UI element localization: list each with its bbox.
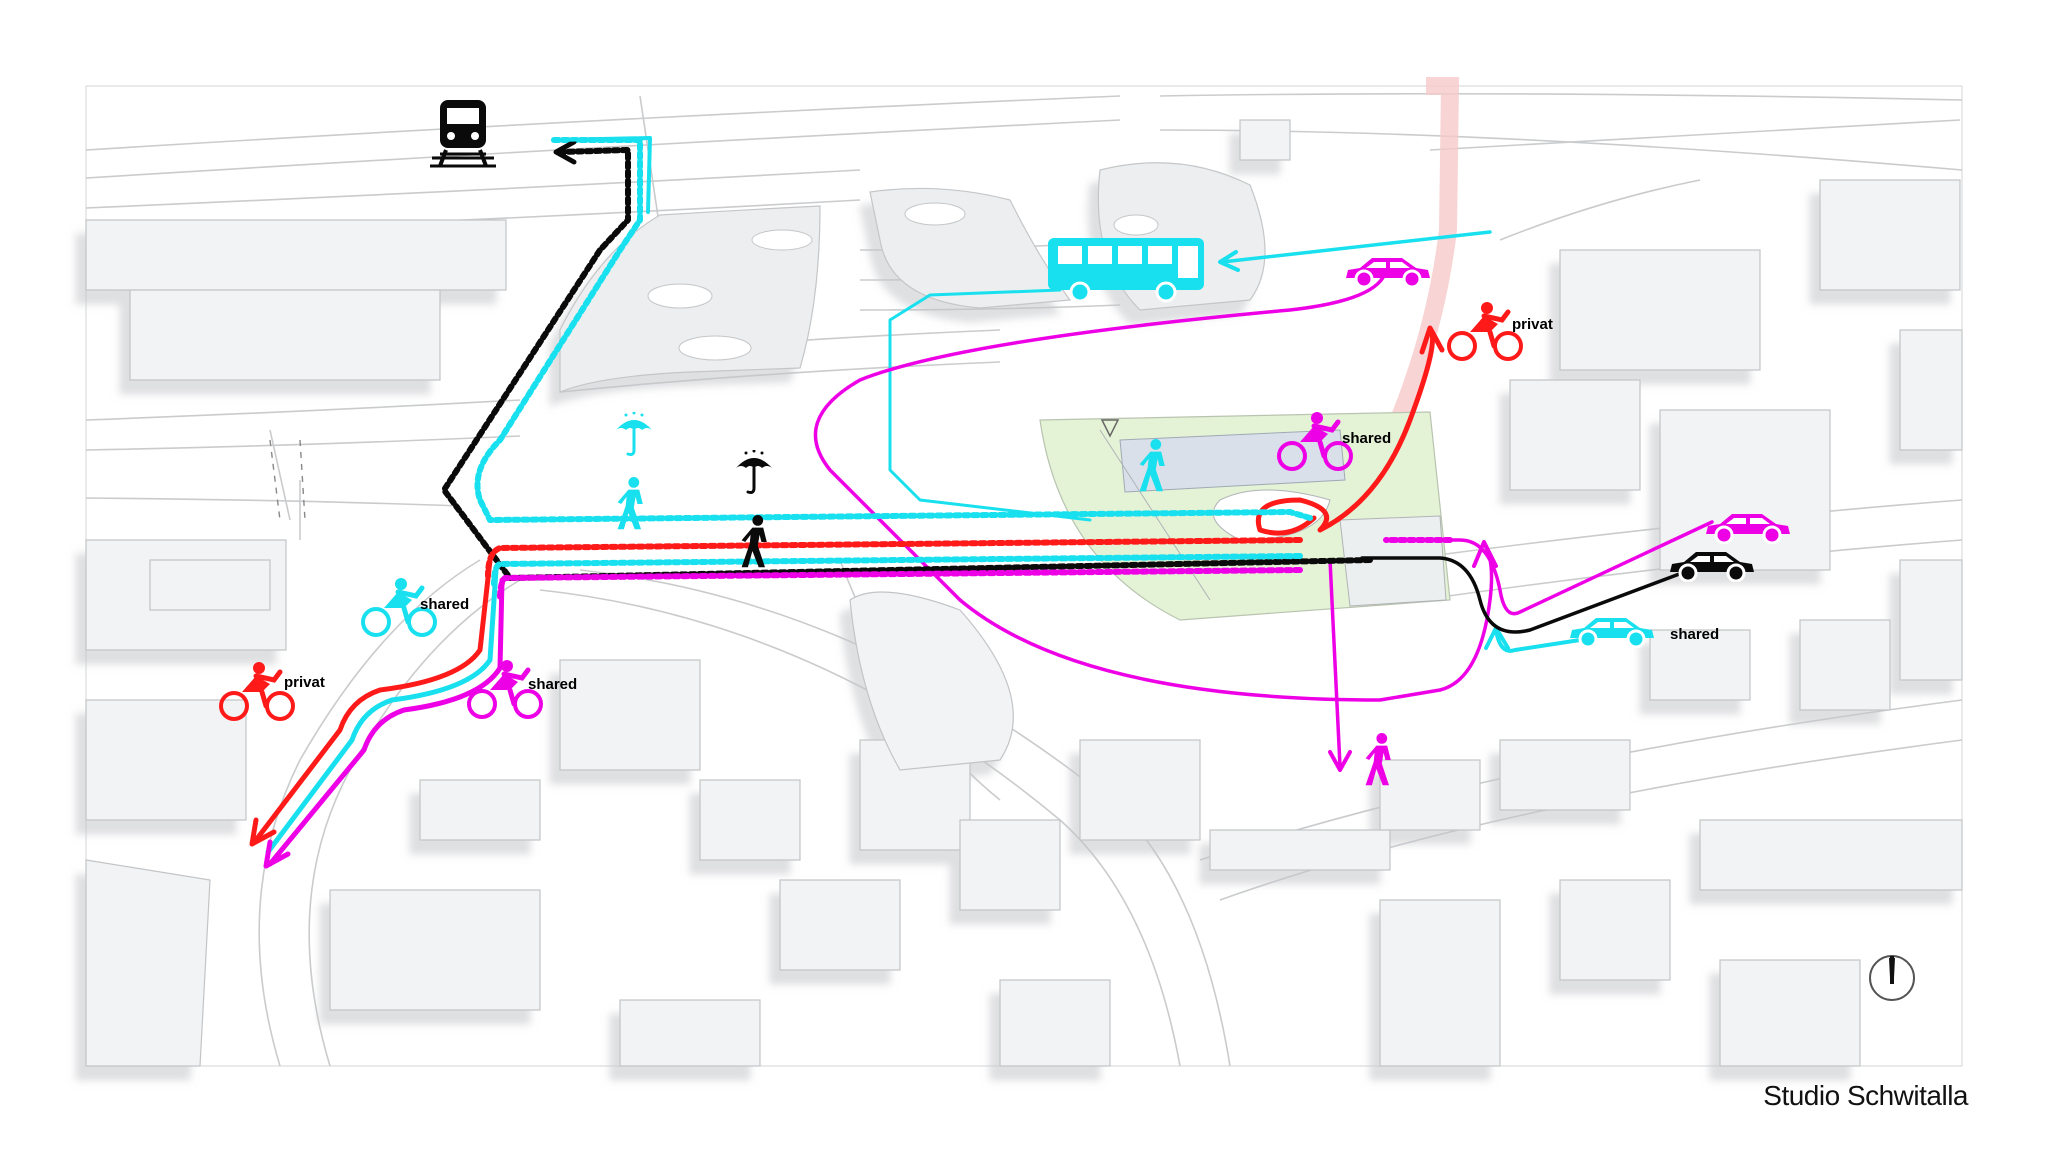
black-train-arrowhead [553, 139, 577, 165]
base-map [85, 77, 1963, 1067]
bus-icon [1048, 238, 1204, 303]
magenta-walk-route [1328, 558, 1342, 768]
red-bike-arrowhead-right [1419, 325, 1445, 355]
north-arrow-icon [1869, 955, 1915, 1001]
red-bike-arrowhead-left [249, 817, 277, 847]
mobility-routes [249, 136, 1714, 869]
label-privat-bike-right: privat [1512, 316, 1553, 333]
magenta-bike-arrowhead-left [263, 839, 291, 869]
magenta-walk-arrowhead [1328, 750, 1352, 772]
studio-credit: Studio Schwitalla [1763, 1080, 1968, 1111]
cyan-bus-route [888, 288, 1092, 522]
label-privat-bike-left: privat [284, 674, 325, 691]
magenta-car-arrowhead [1472, 540, 1498, 568]
cyan-bus-arrowhead [1218, 250, 1240, 272]
mode-icons [221, 100, 1915, 1001]
black-car-route [1360, 556, 1692, 634]
magenta-incoming-route [1388, 520, 1714, 616]
train-icon [430, 100, 496, 168]
cyan-arrow-to-bus [1220, 230, 1492, 264]
label-shared-bike-plaza: shared [1342, 430, 1392, 447]
buildings [85, 119, 1963, 1067]
label-shared-car: shared [1670, 626, 1720, 643]
red-bike-route-right [1256, 327, 1435, 536]
red-bike-route-left [253, 557, 493, 843]
cyan-train-link [554, 136, 652, 214]
cyan-bike-route-left [265, 567, 499, 855]
magenta-bike-route-left [267, 577, 505, 867]
label-shared-bike-magenta: shared [528, 676, 578, 693]
cyan-dotted-route [474, 137, 1313, 523]
label-shared-bike-left: shared [420, 596, 470, 613]
cyan-shared-car-route [1494, 628, 1582, 653]
platform-markings [269, 439, 306, 521]
